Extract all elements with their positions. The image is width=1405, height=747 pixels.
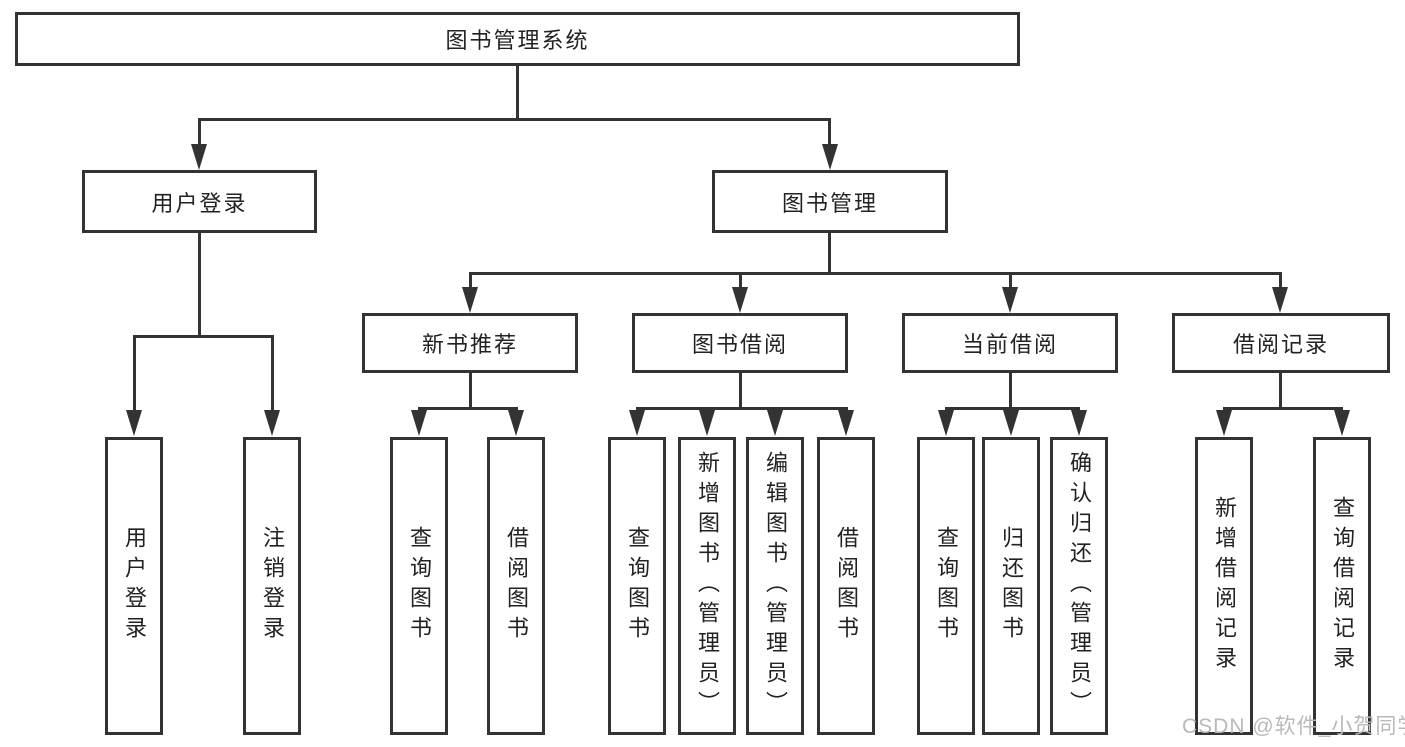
arrow-down-icon (1002, 287, 1018, 313)
node-user-login: 用户登录 (82, 170, 317, 233)
connector-root-rail (198, 118, 831, 121)
node-root-label: 图书管理系统 (445, 28, 590, 53)
arrow-down-icon (699, 410, 715, 436)
connector-to-newbooks (469, 274, 472, 288)
connector-newbooks-stem (469, 373, 472, 410)
arrow-down-icon (1071, 410, 1087, 436)
node-borrow-records: 借阅记录 (1172, 313, 1390, 373)
leaf-query-books-1: 查询图书 (390, 437, 448, 735)
leaf-add-borrow-record: 新增借阅记录 (1195, 437, 1253, 735)
node-book-borrow-label: 图书借阅 (691, 332, 788, 357)
node-book-borrow: 图书借阅 (632, 313, 848, 373)
connector-to-currentborrow (1009, 274, 1012, 288)
leaf-edit-books-admin-label: 编辑图书（管理员） (763, 451, 788, 721)
arrow-down-icon (1216, 410, 1232, 436)
arrow-down-icon (411, 410, 427, 436)
node-current-borrow-label: 当前借阅 (961, 332, 1058, 357)
arrow-down-icon (1003, 410, 1019, 436)
leaf-borrow-books-1: 借阅图书 (487, 437, 545, 735)
connector-userlogin-stem (198, 233, 201, 338)
connector-currentborrow-stem (1009, 373, 1012, 410)
leaf-confirm-return-admin-label: 确认归还（管理员） (1067, 451, 1092, 721)
csdn-watermark: CSDN @软件_小贺同学 (1182, 715, 1405, 738)
arrow-down-icon (629, 410, 645, 436)
leaf-borrow-books-1-label: 借阅图书 (504, 526, 529, 646)
connector-root-stem (516, 66, 519, 121)
connector-newbooks-rail (418, 407, 518, 410)
leaf-user-login: 用户登录 (105, 437, 163, 735)
node-new-book-recommend-label: 新书推荐 (421, 332, 518, 357)
leaf-add-books-admin-label: 新增图书（管理员） (695, 451, 720, 721)
connector-to-borrowrecords (1279, 274, 1282, 288)
connector-to-bookborrow (739, 274, 742, 288)
leaf-edit-books-admin: 编辑图书（管理员） (746, 437, 804, 735)
leaf-query-books-3: 查询图书 (917, 437, 975, 735)
arrow-down-icon (1272, 287, 1288, 313)
leaf-borrow-books-2: 借阅图书 (817, 437, 875, 735)
node-user-login-label: 用户登录 (151, 190, 248, 216)
arrow-down-icon (1334, 410, 1350, 436)
node-borrow-records-label: 借阅记录 (1232, 332, 1329, 357)
node-root: 图书管理系统 (15, 12, 1020, 66)
connector-bookmgmt-stem (828, 233, 831, 275)
node-book-management: 图书管理 (712, 170, 948, 233)
leaf-logout-label: 注销登录 (260, 526, 285, 646)
connector-root-to-bookmgmt (828, 120, 831, 146)
connector-borrowrecords-rail (1223, 407, 1343, 410)
arrow-down-icon (462, 287, 478, 313)
connector-bookborrow-stem (739, 373, 742, 410)
leaf-add-books-admin: 新增图书（管理员） (678, 437, 736, 735)
connector-bookborrow-rail (636, 407, 848, 410)
node-current-borrow: 当前借阅 (902, 313, 1118, 373)
arrow-down-icon (838, 410, 854, 436)
leaf-return-books: 归还图书 (982, 437, 1040, 735)
arrow-down-icon (508, 410, 524, 436)
connector-currentborrow-rail (945, 407, 1080, 410)
arrow-down-icon (767, 410, 783, 436)
leaf-borrow-books-2-label: 借阅图书 (834, 526, 859, 646)
arrow-down-icon (732, 287, 748, 313)
leaf-query-books-3-label: 查询图书 (934, 526, 959, 646)
leaf-user-login-label: 用户登录 (122, 526, 147, 646)
connector-bookmgmt-rail (469, 272, 1282, 275)
arrow-down-icon (264, 410, 280, 436)
leaf-query-books-2-label: 查询图书 (625, 526, 650, 646)
arrow-down-icon (191, 144, 207, 170)
connector-userlogin-rail (133, 335, 274, 338)
arrow-down-icon (126, 410, 142, 436)
leaf-add-borrow-record-label: 新增借阅记录 (1212, 496, 1237, 676)
connector-userlogin-child2 (271, 337, 274, 410)
node-new-book-recommend: 新书推荐 (362, 313, 578, 373)
leaf-logout: 注销登录 (243, 437, 301, 735)
connector-borrowrecords-stem (1279, 373, 1282, 410)
connector-root-to-userlogin (198, 120, 201, 146)
leaf-confirm-return-admin: 确认归还（管理员） (1050, 437, 1108, 735)
arrow-down-icon (938, 410, 954, 436)
connector-userlogin-child1 (133, 337, 136, 410)
node-book-management-label: 图书管理 (781, 190, 878, 216)
leaf-query-borrow-record: 查询借阅记录 (1313, 437, 1371, 735)
leaf-query-books-1-label: 查询图书 (407, 526, 432, 646)
leaf-return-books-label: 归还图书 (999, 526, 1024, 646)
arrow-down-icon (822, 144, 838, 170)
leaf-query-books-2: 查询图书 (608, 437, 666, 735)
leaf-query-borrow-record-label: 查询借阅记录 (1330, 496, 1355, 676)
